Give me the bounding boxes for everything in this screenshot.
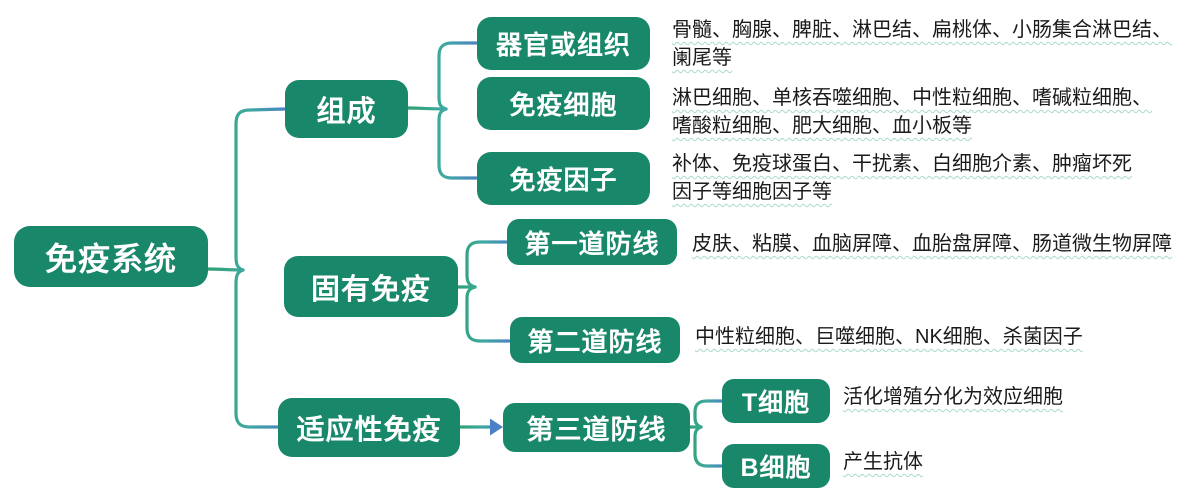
note-t-cell: 活化增殖分化为效应细胞 (843, 383, 1063, 411)
note-line: 骨髓、胸腺、脾脏、淋巴结、扁桃体、小肠集合淋巴结、 (672, 19, 1172, 41)
node-t-cell[interactable]: T细胞 (722, 379, 830, 423)
note-line: 中性粒细胞、巨噬细胞、NK细胞、杀菌因子 (695, 326, 1083, 348)
innate-brace (456, 240, 511, 343)
node-third-defense-line[interactable]: 第三道防线 (503, 403, 690, 452)
node-organs-tissues[interactable]: 器官或组织 (477, 17, 650, 70)
note-b-cell: 产生抗体 (843, 448, 923, 476)
note-line: 活化增殖分化为效应细胞 (843, 386, 1063, 408)
note-line: 嗜酸粒细胞、肥大细胞、血小板等 (672, 115, 972, 137)
defense3-brace (688, 399, 723, 468)
node-immune-system[interactable]: 免疫系统 (14, 226, 208, 287)
note-immune-cells: 淋巴细胞、单核吞噬细胞、中性粒细胞、嗜碱粒细胞、 嗜酸粒细胞、肥大细胞、血小板等 (672, 84, 1152, 140)
node-immune-cells[interactable]: 免疫细胞 (477, 77, 650, 130)
node-innate-immunity[interactable]: 固有免疫 (284, 256, 458, 317)
composition-brace (406, 41, 478, 180)
node-immune-factors[interactable]: 免疫因子 (477, 152, 650, 205)
note-line: 产生抗体 (843, 451, 923, 473)
root-brace (205, 107, 286, 429)
node-b-cell[interactable]: B细胞 (722, 444, 830, 488)
adaptive-arrow (459, 418, 503, 436)
node-first-defense-line[interactable]: 第一道防线 (507, 219, 677, 265)
note-line: 阑尾等 (672, 47, 732, 69)
note-line: 补体、免疫球蛋白、干扰素、白细胞介素、肿瘤坏死 (672, 153, 1132, 175)
node-adaptive-immunity[interactable]: 适应性免疫 (278, 398, 460, 457)
node-second-defense-line[interactable]: 第二道防线 (510, 317, 680, 363)
note-first-defense-line: 皮肤、粘膜、血脑屏障、血胎盘屏障、肠道微生物屏障 (692, 230, 1172, 258)
note-immune-factors: 补体、免疫球蛋白、干扰素、白细胞介素、肿瘤坏死 因子等细胞因子等 (672, 150, 1132, 206)
note-line: 淋巴细胞、单核吞噬细胞、中性粒细胞、嗜碱粒细胞、 (672, 87, 1152, 109)
note-organs-tissues: 骨髓、胸腺、脾脏、淋巴结、扁桃体、小肠集合淋巴结、 阑尾等 (672, 16, 1172, 72)
node-composition[interactable]: 组成 (285, 80, 408, 138)
note-line: 皮肤、粘膜、血脑屏障、血胎盘屏障、肠道微生物屏障 (692, 233, 1172, 255)
note-second-defense-line: 中性粒细胞、巨噬细胞、NK细胞、杀菌因子 (695, 323, 1083, 351)
note-line: 因子等细胞因子等 (672, 181, 832, 203)
